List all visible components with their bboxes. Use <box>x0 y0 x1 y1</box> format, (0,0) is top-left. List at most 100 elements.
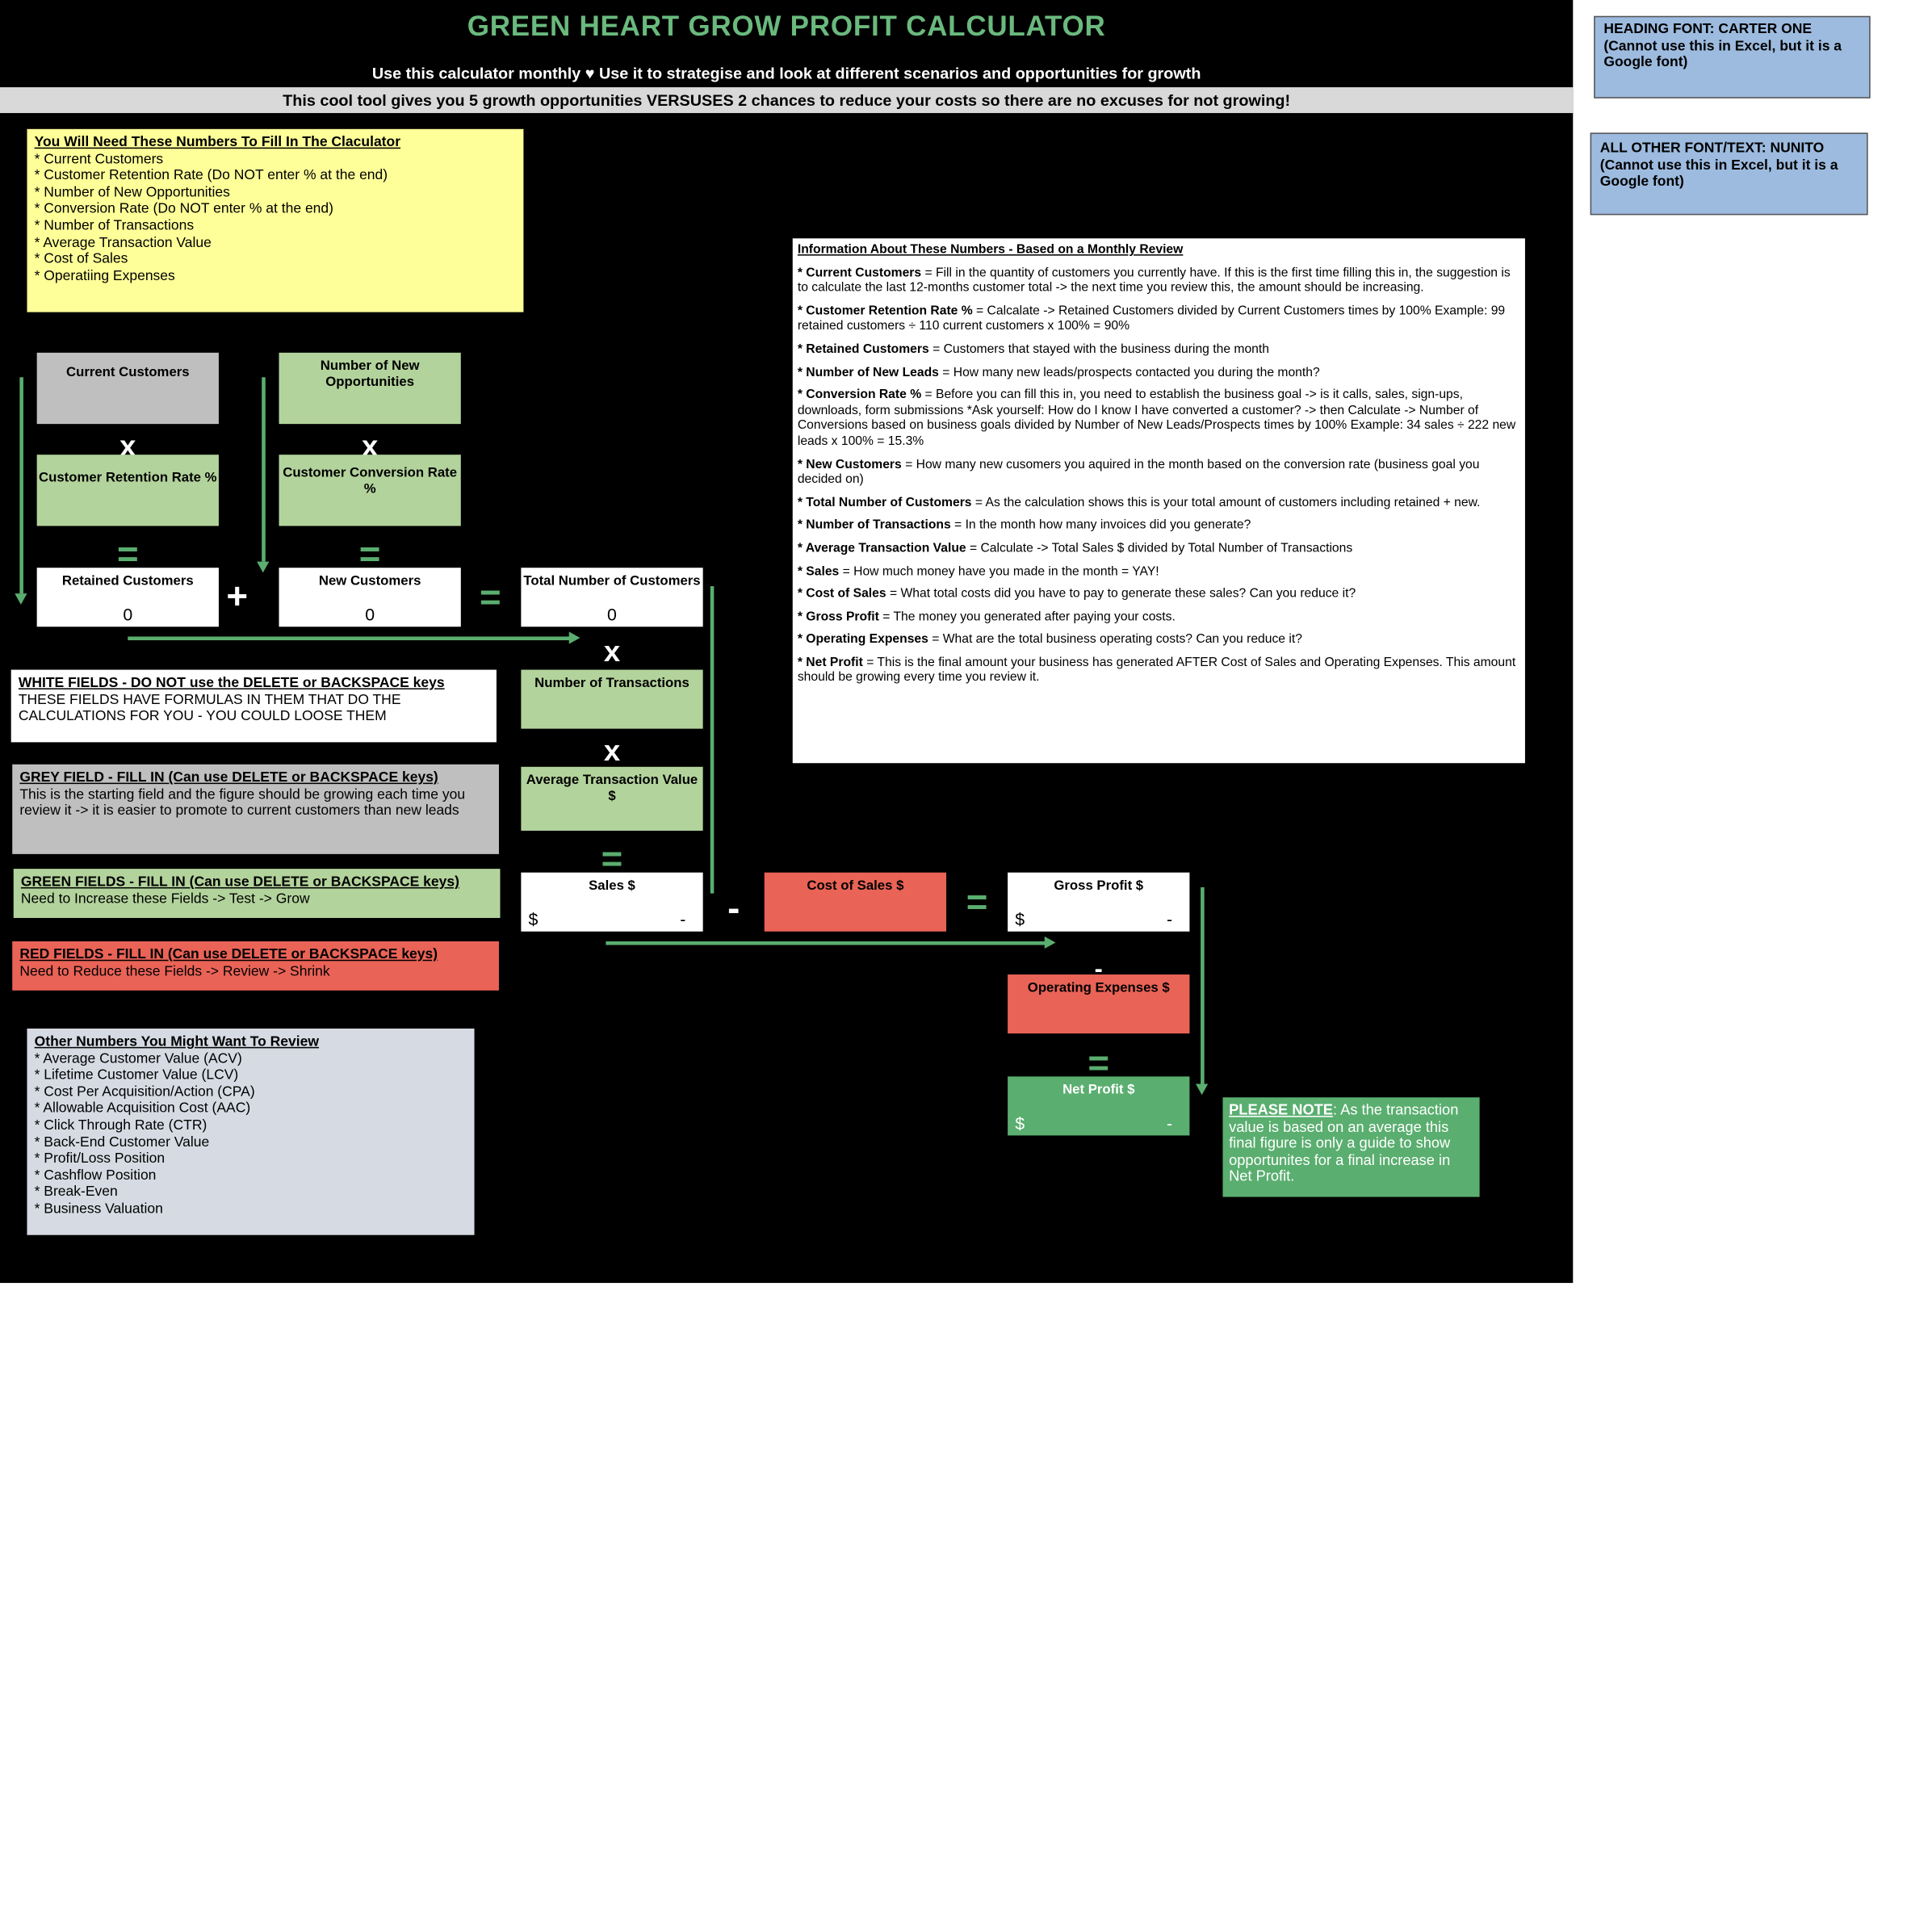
needed-item: * Number of Transactions <box>34 218 195 234</box>
transactions-label: Number of Transactions <box>534 676 689 691</box>
white-fields-text: THESE FIELDS HAVE FORMULAS IN THEM THAT … <box>18 692 401 724</box>
flow-line <box>19 377 23 594</box>
current-customers-field[interactable]: Current Customers <box>36 352 219 425</box>
gross-profit-label: Gross Profit $ <box>1054 878 1144 894</box>
green-fields-legend: GREEN FIELDS - FILL IN (Can use DELETE o… <box>13 869 501 919</box>
times-operator: x <box>361 430 379 463</box>
growth-banner: This cool tool gives you 5 growth opport… <box>0 87 1574 114</box>
sales-value: $- <box>528 908 686 928</box>
white-fields-legend: WHITE FIELDS - DO NOT use the DELETE or … <box>10 669 497 743</box>
arrow-head-right <box>1044 936 1056 949</box>
flow-line <box>1201 886 1205 1084</box>
other-item: * Break-Even <box>34 1184 118 1201</box>
info-item: * Number of Transactions = In the month … <box>797 518 1251 533</box>
needed-item: * Number of New Opportunities <box>34 185 230 200</box>
arrow-head-down <box>15 593 27 605</box>
other-numbers-heading: Other Numbers You Might Want To Review <box>34 1034 320 1050</box>
info-item: * Number of New Leads = How many new lea… <box>797 365 1320 379</box>
new-customers-value: 0 <box>365 604 375 624</box>
body-font-note: ALL OTHER FONT/TEXT: NUNITO (Cannot use … <box>1590 132 1868 216</box>
page-subtitle: Use this calculator monthly ♥ Use it to … <box>371 64 1201 82</box>
retained-customers-label: Retained Customers <box>61 573 194 589</box>
please-note-text: : As the transaction value is based on a… <box>1229 1100 1459 1185</box>
average-transaction-field[interactable]: Average Transaction Value $ <box>521 766 703 831</box>
net-profit-value: $- <box>1015 1113 1173 1133</box>
equals-operator: = <box>966 882 988 924</box>
red-fields-heading: RED FIELDS - FILL IN (Can use DELETE or … <box>19 947 438 962</box>
other-item: * Profit/Loss Position <box>34 1151 166 1167</box>
total-customers-label: Total Number of Customers <box>523 573 701 589</box>
new-customers-field: New Customers 0 <box>279 568 461 627</box>
other-item: * Click Through Rate (CTR) <box>34 1118 207 1134</box>
new-opportunities-field[interactable]: Number of New Opportunities <box>279 352 461 425</box>
arrow-head-down <box>257 561 270 573</box>
flow-line <box>710 586 715 894</box>
needed-numbers-heading: You Will Need These Numbers To Fill In T… <box>34 135 401 150</box>
info-panel: Information About These Numbers - Based … <box>792 238 1525 764</box>
info-item: * Conversion Rate % = Before you can fil… <box>797 388 1516 449</box>
times-operator: x <box>119 430 136 463</box>
average-transaction-label: Average Transaction Value $ <box>526 773 698 803</box>
please-note-label: PLEASE NOTE <box>1229 1100 1334 1119</box>
cost-of-sales-label: Cost of Sales $ <box>807 878 904 894</box>
info-item: * Current Customers = Fill in the quanti… <box>797 266 1511 295</box>
other-item: * Back-End Customer Value <box>34 1134 210 1150</box>
grey-field-heading: GREY FIELD - FILL IN (Can use DELETE or … <box>19 770 438 786</box>
retention-rate-field[interactable]: Customer Retention Rate % <box>36 455 219 526</box>
info-item: * Cost of Sales = What total costs did y… <box>797 587 1356 601</box>
info-heading: Information About These Numbers - Based … <box>797 243 1184 258</box>
heading-font-note: HEADING FONT: CARTER ONE (Cannot use thi… <box>1594 15 1871 98</box>
info-item: * Average Transaction Value = Calculate … <box>797 542 1353 555</box>
total-customers-field: Total Number of Customers 0 <box>521 568 703 627</box>
arrow-head-right <box>568 631 580 644</box>
arrow-head-down <box>1196 1083 1209 1096</box>
total-customers-value: 0 <box>607 604 617 624</box>
new-customers-label: New Customers <box>318 573 421 589</box>
needed-item: * Operatiing Expenses <box>34 268 175 284</box>
equals-operator: = <box>116 534 139 576</box>
green-fields-text: Need to Increase these Fields -> Test ->… <box>20 891 310 907</box>
transactions-field[interactable]: Number of Transactions <box>521 669 703 729</box>
needed-item: * Cost of Sales <box>34 252 128 267</box>
operating-expenses-label: Operating Expenses $ <box>1027 980 1170 995</box>
flow-line <box>262 377 266 562</box>
operating-expenses-field[interactable]: Operating Expenses $ <box>1008 974 1190 1034</box>
times-operator: x <box>603 635 621 669</box>
gross-profit-value: $- <box>1015 908 1173 928</box>
sales-label: Sales $ <box>589 878 635 894</box>
equals-operator: = <box>601 839 623 880</box>
current-customers-label: Current Customers <box>66 365 190 380</box>
grey-field-legend: GREY FIELD - FILL IN (Can use DELETE or … <box>12 764 499 854</box>
sales-field: Sales $ $- <box>521 872 703 932</box>
conversion-rate-field[interactable]: Customer Conversion Rate % <box>279 455 461 526</box>
needed-item: * Customer Retention Rate (Do NOT enter … <box>34 168 388 184</box>
needed-item: * Current Customers <box>34 152 164 167</box>
page-title: GREEN HEART GROW PROFIT CALCULATOR <box>467 10 1106 42</box>
retained-customers-field: Retained Customers 0 <box>36 568 219 627</box>
times-operator: x <box>603 735 621 769</box>
gross-profit-field: Gross Profit $ $- <box>1008 872 1190 932</box>
info-item: * Total Number of Customers = As the cal… <box>797 496 1481 510</box>
info-item: * Customer Retention Rate % = Calcalate … <box>797 304 1506 334</box>
info-item: * Net Profit = This is the final amount … <box>797 656 1516 685</box>
info-item: * Sales = How much money have you made i… <box>797 564 1159 579</box>
needed-item: * Conversion Rate (Do NOT enter % at the… <box>34 202 333 217</box>
other-item: * Cost Per Acquisition/Action (CPA) <box>34 1084 255 1100</box>
red-fields-text: Need to Reduce these Fields -> Review ->… <box>19 964 330 979</box>
cost-of-sales-field[interactable]: Cost of Sales $ <box>764 872 947 932</box>
please-note-box: PLEASE NOTE: As the transaction value is… <box>1222 1097 1480 1197</box>
white-fields-heading: WHITE FIELDS - DO NOT use the DELETE or … <box>18 676 445 691</box>
info-item: * Gross Profit = The money you generated… <box>797 610 1176 624</box>
info-item: * New Customers = How many new cusomers … <box>797 458 1480 487</box>
grey-field-text: This is the starting field and the figur… <box>19 787 466 819</box>
other-item: * Allowable Acquisition Cost (AAC) <box>34 1101 251 1117</box>
new-opportunities-label: Number of New Opportunities <box>320 358 420 389</box>
green-fields-heading: GREEN FIELDS - FILL IN (Can use DELETE o… <box>20 874 459 891</box>
other-item: * Lifetime Customer Value (LCV) <box>34 1067 239 1083</box>
needed-item: * Average Transaction Value <box>34 235 212 250</box>
equals-operator: = <box>358 534 381 576</box>
minus-operator: - <box>1094 956 1103 983</box>
net-profit-field: Net Profit $ $- <box>1008 1076 1190 1136</box>
red-fields-legend: RED FIELDS - FILL IN (Can use DELETE or … <box>12 941 499 991</box>
other-item: * Cashflow Position <box>34 1168 157 1184</box>
